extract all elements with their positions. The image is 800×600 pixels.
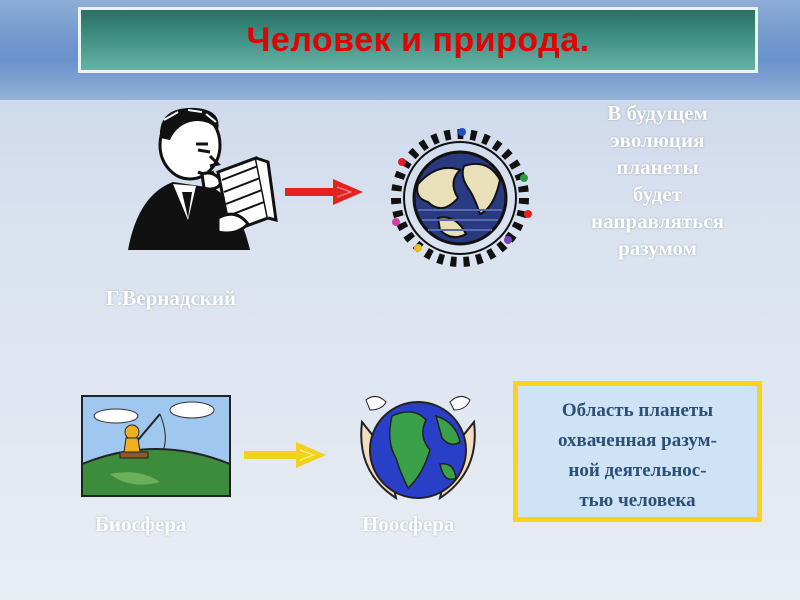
future-text-line: будет (565, 181, 750, 208)
title-banner: Человек и природа. (78, 7, 758, 73)
definition-line: охваченная разум- (518, 426, 757, 456)
scientist-reading-icon (118, 100, 278, 260)
biosphere-label: Биосфера (95, 512, 187, 537)
noosphere-definition-box: Область планеты охваченная разум- ной де… (513, 381, 762, 522)
red-arrow-icon (285, 177, 365, 207)
future-text-line: планеты (565, 154, 750, 181)
future-text-line: направляться (565, 208, 750, 235)
globe-with-people-ring-icon (378, 118, 548, 278)
slide-title: Человек и природа. (246, 21, 589, 60)
biosphere-landscape-icon (80, 394, 232, 498)
definition-line: тью человека (518, 486, 757, 516)
definition-line: Область планеты (518, 396, 757, 426)
vernadsky-label: Г.Вернадский (106, 286, 236, 311)
future-text-line: разумом (565, 235, 750, 262)
yellow-arrow-icon (244, 440, 328, 470)
noosphere-label: Ноосфера (362, 512, 454, 537)
definition-line: ной деятельнос- (518, 456, 757, 486)
future-text-line: эволюция (565, 127, 750, 154)
future-text-line: В будущем (565, 100, 750, 127)
future-evolution-text: В будущем эволюция планеты будет направл… (565, 100, 750, 262)
hands-holding-globe-icon (356, 392, 480, 504)
